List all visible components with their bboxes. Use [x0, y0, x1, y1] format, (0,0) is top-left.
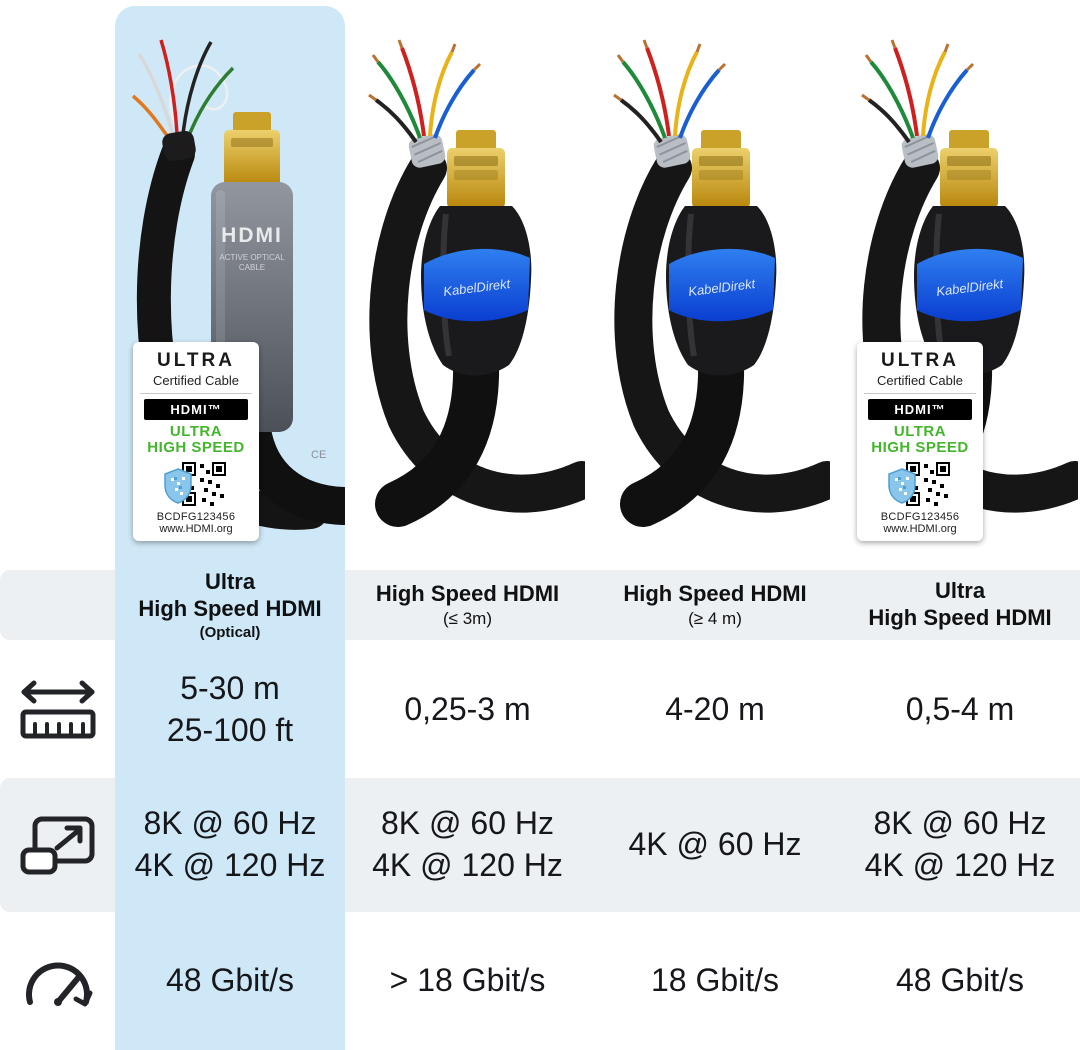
resolution-value: 8K @ 60 Hz: [381, 805, 554, 842]
speed-value: > 18 Gbit/s: [389, 962, 546, 999]
cert-title: ULTRA: [881, 350, 959, 371]
shield-icon: [888, 468, 916, 505]
resolution-row-icon-cell: [0, 778, 115, 912]
header-line: High Speed HDMI: [868, 605, 1052, 630]
shield-icon: [164, 468, 192, 505]
cert-code: BCDFG123456: [880, 511, 960, 524]
header-line: Ultra: [204, 569, 256, 595]
header-line: High Speed HDMI: [375, 581, 560, 607]
cell-resolution-high-speed-short: 8K @ 60 Hz 4K @ 120 Hz: [345, 778, 590, 912]
length-value: 5-30 m: [180, 670, 280, 707]
cert-speed-line2: HIGH SPEED: [147, 439, 245, 457]
speedometer-icon: [25, 962, 92, 1007]
resolution-value: 4K @ 120 Hz: [134, 847, 326, 883]
speed-value: 48 Gbit/s: [165, 962, 295, 999]
cell-speed-high-speed-short: > 18 Gbit/s: [345, 912, 590, 1050]
length-value: 0,25-3 m: [404, 691, 531, 728]
cell-length-ultra-high-speed: 0,5-4 m: [840, 642, 1080, 778]
resolution-value: 4K @ 120 Hz: [864, 847, 1056, 883]
length-value: 25-100 ft: [166, 712, 294, 748]
cell-speed-high-speed-long: 18 Gbit/s: [590, 912, 840, 1050]
header-line: High Speed HDMI: [138, 596, 322, 621]
product-image-high-speed-short: [350, 18, 585, 568]
cell-length-high-speed-long: 4-20 m: [590, 642, 840, 778]
cell-resolution-high-speed-long: 4K @ 60 Hz: [590, 778, 840, 912]
column-header-high-speed-short: High Speed HDMI (≤ 3m): [345, 570, 590, 640]
qr-code-icon: [906, 462, 950, 507]
column-header-optical: Ultra High Speed HDMI (Optical): [115, 569, 345, 641]
resolution-value: 8K @ 60 Hz: [873, 805, 1047, 842]
length-value: 4-20 m: [665, 691, 765, 728]
header-line: High Speed HDMI: [623, 581, 807, 607]
header-note: (Optical): [199, 623, 261, 641]
header-line: Ultra: [934, 578, 986, 604]
ultra-cert-label-ultra-high-speed: ULTRA Certified Cable HDMI™ ULTRA HIGH S…: [857, 342, 983, 542]
hdmi-badge: HDMI™: [144, 399, 248, 420]
qr-shield-group: [888, 461, 951, 509]
speed-value: 18 Gbit/s: [650, 962, 780, 999]
cert-url: www.HDMI.org: [159, 523, 233, 536]
length-row-icon-cell: [0, 642, 115, 778]
cert-subtitle: Certified Cable: [153, 373, 239, 388]
speed-row-icon-cell: [0, 912, 115, 1050]
ruler-icon: [20, 680, 95, 739]
product-image-high-speed-long: [595, 18, 830, 568]
hdmi-badge: HDMI™: [868, 399, 972, 420]
cert-subtitle: Certified Cable: [877, 373, 963, 388]
cert-speed-line2: HIGH SPEED: [871, 439, 969, 457]
qr-shield-group: [164, 461, 227, 509]
column-header-high-speed-long: High Speed HDMI (≥ 4 m): [590, 570, 840, 640]
cert-speed-line1: ULTRA: [893, 423, 947, 440]
header-note: (≥ 4 m): [688, 608, 742, 628]
cert-speed-text: ULTRA HIGH SPEED: [137, 423, 255, 457]
header-note: (≤ 3m): [443, 608, 492, 628]
cert-title: ULTRA: [157, 350, 235, 371]
cell-resolution-ultra-high-speed: 8K @ 60 Hz 4K @ 120 Hz: [840, 778, 1080, 912]
divider: [864, 393, 976, 394]
cell-speed-optical: 48 Gbit/s: [115, 912, 345, 1050]
resolution-value: 8K @ 60 Hz: [143, 805, 317, 842]
column-header-ultra-high-speed: Ultra High Speed HDMI: [840, 570, 1080, 640]
cell-speed-ultra-high-speed: 48 Gbit/s: [840, 912, 1080, 1050]
cert-speed-text: ULTRA HIGH SPEED: [861, 423, 979, 457]
speed-value: 48 Gbit/s: [895, 962, 1025, 999]
cell-length-optical: 5-30 m 25-100 ft: [115, 642, 345, 778]
cell-length-high-speed-short: 0,25-3 m: [345, 642, 590, 778]
ultra-cert-label-optical: ULTRA Certified Cable HDMI™ ULTRA HIGH S…: [133, 342, 259, 542]
resolution-value: 4K @ 60 Hz: [628, 826, 802, 863]
cert-speed-line1: ULTRA: [169, 423, 223, 440]
qr-code-icon: [182, 462, 226, 507]
cert-code: BCDFG123456: [156, 511, 236, 524]
cell-resolution-optical: 8K @ 60 Hz 4K @ 120 Hz: [115, 778, 345, 912]
length-value: 0,5-4 m: [905, 691, 1015, 728]
divider: [140, 393, 252, 394]
screen-size-icon: [20, 816, 94, 875]
resolution-value: 4K @ 120 Hz: [372, 847, 563, 883]
cert-url: www.HDMI.org: [883, 523, 957, 536]
